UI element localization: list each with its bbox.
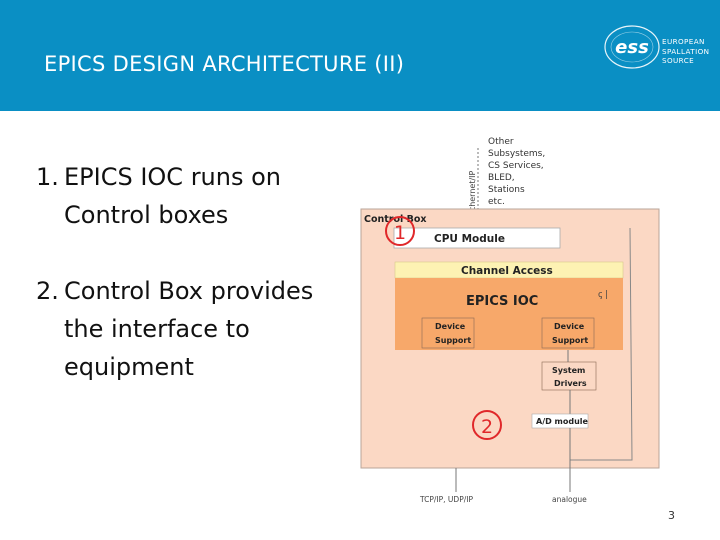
list-item: 1. EPICS IOC runs on Control boxes bbox=[36, 158, 326, 234]
ad-module-label: A/D module bbox=[536, 417, 589, 426]
device-support-left-text: Device bbox=[435, 322, 466, 331]
other-line: BLED, bbox=[488, 173, 515, 183]
device-support-left-text: Support bbox=[435, 336, 471, 345]
other-line: Subsystems, bbox=[488, 149, 545, 159]
list-number: 2. bbox=[36, 277, 59, 305]
header-banner: EPICS DESIGN ARCHITECTURE (II) ess EUROP… bbox=[0, 0, 720, 111]
list-text: EPICS IOC runs on Control boxes bbox=[64, 163, 282, 229]
system-drivers-box bbox=[541, 361, 597, 391]
logo-line: SOURCE bbox=[662, 56, 695, 65]
device-support-right-text: Device bbox=[554, 322, 585, 331]
device-support-left bbox=[421, 317, 475, 349]
other-line: etc. bbox=[488, 197, 505, 207]
marker-2-label: 2 bbox=[481, 416, 493, 438]
logo-mark: ess bbox=[615, 37, 649, 58]
logo-wordmark: EUROPEAN SPALLATION SOURCE bbox=[662, 37, 709, 66]
other-line: CS Services, bbox=[488, 161, 544, 171]
ad-module-box bbox=[531, 413, 589, 429]
ethernet-label: Ethernet/IP bbox=[468, 170, 477, 215]
bullet-list: 1. EPICS IOC runs on Control boxes 2. Co… bbox=[36, 158, 326, 386]
control-box-label: Control Box bbox=[364, 214, 426, 225]
logo-line: EUROPEAN bbox=[662, 37, 705, 46]
channel-access-label: Channel Access bbox=[461, 265, 553, 277]
cpu-module-box bbox=[393, 227, 561, 249]
marker-1-label: 1 bbox=[394, 222, 406, 244]
page-number: 3 bbox=[668, 509, 675, 522]
slide-title: EPICS DESIGN ARCHITECTURE (II) bbox=[44, 52, 405, 76]
logo-line: SPALLATION bbox=[662, 46, 710, 56]
ioc-glyph: ꞔ | bbox=[598, 290, 608, 300]
cpu-module-label: CPU Module bbox=[434, 233, 505, 245]
list-number: 1. bbox=[36, 163, 59, 191]
device-support-right bbox=[541, 317, 595, 349]
marker-2-circle bbox=[472, 410, 502, 440]
list-item: 2. Control Box provides the interface to… bbox=[36, 272, 326, 386]
analogue-label: analogue bbox=[552, 495, 587, 504]
marker-1-circle bbox=[385, 216, 415, 246]
epics-ioc-label: EPICS IOC bbox=[466, 294, 538, 309]
other-subsystems-label: Other Subsystems, CS Services, BLED, Sta… bbox=[488, 137, 545, 207]
inner-border bbox=[570, 227, 633, 461]
list-text: Control Box provides the interface to eq… bbox=[64, 277, 314, 381]
system-drivers-text: Drivers bbox=[554, 379, 587, 388]
system-drivers-text: System bbox=[552, 366, 585, 375]
tcp-label: TCP/IP, UDP/IP bbox=[419, 495, 473, 504]
control-box-diagram: Other Subsystems, CS Services, BLED, Sta… bbox=[360, 137, 660, 504]
ess-logo-icon: ess bbox=[604, 25, 660, 69]
other-line: Other bbox=[488, 137, 514, 147]
other-line: Stations bbox=[488, 185, 525, 195]
device-support-right-text: Support bbox=[552, 336, 588, 345]
